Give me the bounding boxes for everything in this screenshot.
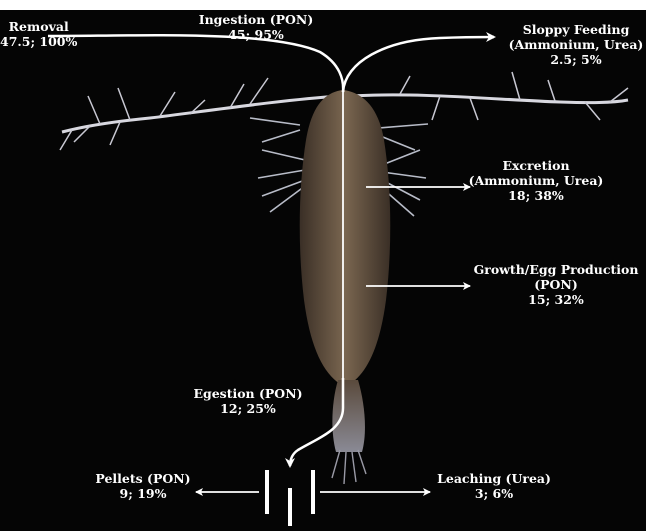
pellet-bar xyxy=(288,488,292,526)
pellets-value: 9; 19% xyxy=(88,486,198,501)
ingestion-label: Ingestion (PON) 45; 95% xyxy=(196,12,316,42)
removal-arrow xyxy=(48,35,343,92)
ingestion-value: 45; 95% xyxy=(196,27,316,42)
left-legs xyxy=(250,118,305,212)
excretion-label: Excretion (Ammonium, Urea) 18; 38% xyxy=(466,158,606,203)
left-antenna xyxy=(62,96,340,132)
pellet-bar xyxy=(311,470,315,514)
excretion-sub: (Ammonium, Urea) xyxy=(466,173,606,188)
growth-value: 15; 32% xyxy=(470,292,642,307)
sloppy-feeding-name: Sloppy Feeding xyxy=(504,22,648,37)
urosome xyxy=(332,380,365,452)
pellets-label: Pellets (PON) 9; 19% xyxy=(88,471,198,501)
sloppy-feeding-sub: (Ammonium, Urea) xyxy=(504,37,648,52)
growth-label: Growth/Egg Production (PON) 15; 32% xyxy=(470,262,642,307)
ingestion-name: Ingestion (PON) xyxy=(196,12,316,27)
egestion-name: Egestion (PON) xyxy=(186,386,310,401)
excretion-value: 18; 38% xyxy=(466,188,606,203)
leaching-name: Leaching (Urea) xyxy=(432,471,556,486)
egestion-value: 12; 25% xyxy=(186,401,310,416)
sloppy-feeding-arrow xyxy=(343,37,494,92)
leaching-label: Leaching (Urea) 3; 6% xyxy=(432,471,556,501)
removal-name: Removal xyxy=(0,19,77,34)
right-antenna xyxy=(352,95,628,103)
pellet-bars xyxy=(265,470,315,526)
sloppy-feeding-value: 2.5; 5% xyxy=(504,52,648,67)
sloppy-feeding-label: Sloppy Feeding (Ammonium, Urea) 2.5; 5% xyxy=(504,22,648,67)
egestion-label: Egestion (PON) 12; 25% xyxy=(186,386,310,416)
growth-name: Growth/Egg Production xyxy=(470,262,642,277)
pellet-bar xyxy=(265,470,269,514)
excretion-name: Excretion xyxy=(466,158,606,173)
tail-setae xyxy=(332,450,366,484)
removal-value: 47.5; 100% xyxy=(0,34,77,49)
prosome xyxy=(300,90,391,384)
growth-sub: (PON) xyxy=(470,277,642,292)
pellets-name: Pellets (PON) xyxy=(88,471,198,486)
removal-label: Removal 47.5; 100% xyxy=(0,19,77,49)
leaching-value: 3; 6% xyxy=(432,486,556,501)
